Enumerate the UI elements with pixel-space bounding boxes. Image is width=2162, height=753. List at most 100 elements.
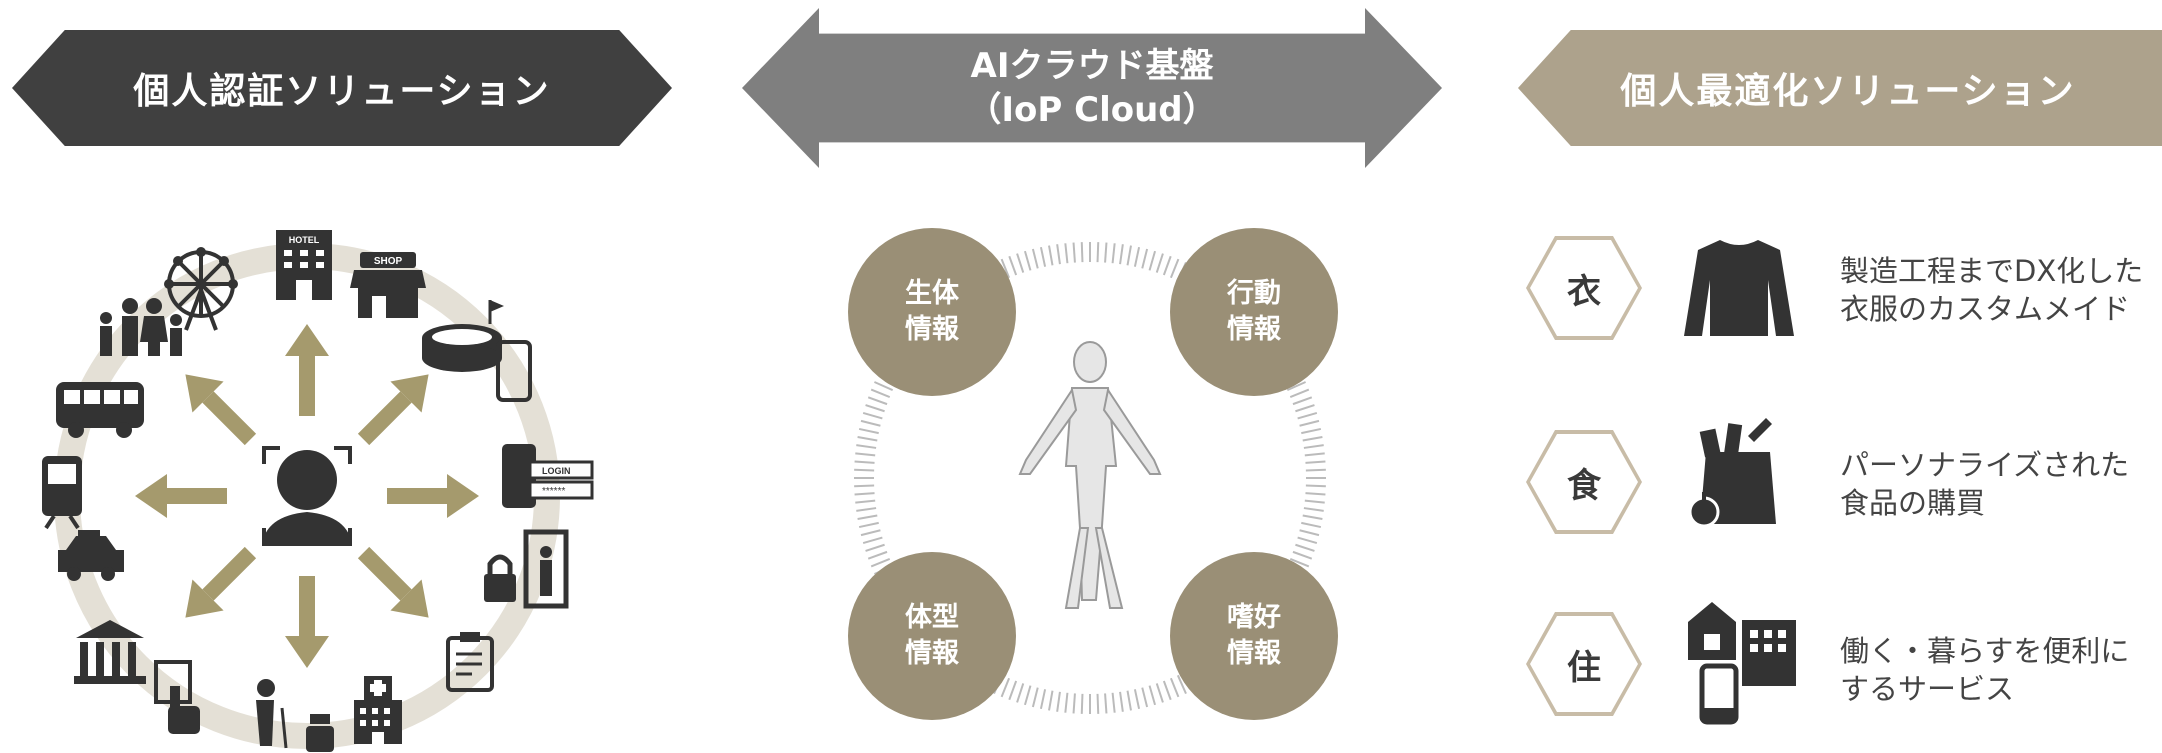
home-building-icon bbox=[1688, 602, 1796, 725]
grocery-bag-icon bbox=[1690, 418, 1776, 528]
tick-mark bbox=[1111, 243, 1116, 264]
bus-icon bbox=[56, 382, 144, 438]
taxi-icon bbox=[58, 530, 124, 581]
tick-mark bbox=[1064, 243, 1069, 264]
housing-description: 働く・暮らすを便利に するサービス bbox=[1840, 632, 2129, 708]
tick-mark bbox=[1080, 693, 1084, 714]
hospital-icon bbox=[354, 676, 402, 744]
train-icon bbox=[42, 456, 82, 530]
tick-mark bbox=[857, 436, 878, 442]
tick-mark bbox=[857, 514, 878, 520]
tick-mark bbox=[870, 557, 891, 568]
tick-mark bbox=[1080, 242, 1084, 263]
shop-icon: SHOP bbox=[350, 252, 426, 318]
housing-description-line2: するサービス bbox=[1840, 672, 2015, 706]
tick-mark bbox=[1289, 388, 1310, 399]
hotel-sign: HOTEL bbox=[289, 235, 320, 245]
ai-cloud-title: AIクラウド基盤 bbox=[970, 46, 1214, 86]
tick-mark bbox=[867, 550, 888, 560]
tick-mark bbox=[1148, 685, 1157, 706]
tick-mark bbox=[860, 419, 881, 427]
tick-mark bbox=[1295, 404, 1315, 413]
password-label: ****** bbox=[542, 486, 565, 497]
tick-mark bbox=[1126, 245, 1132, 266]
tick-mark bbox=[1048, 245, 1054, 266]
behavior-info-circle: 行動 情報 bbox=[1170, 228, 1338, 396]
tick-mark bbox=[1304, 499, 1325, 504]
tick-mark bbox=[1072, 242, 1076, 263]
elderly-person-icon bbox=[256, 679, 288, 749]
auth-arrows bbox=[135, 324, 479, 668]
circle-label-line2: 情報 bbox=[905, 638, 959, 669]
tick-mark bbox=[1302, 436, 1323, 442]
iop-cloud-title: （IoP Cloud） bbox=[967, 90, 1217, 130]
tick-mark bbox=[1056, 691, 1061, 712]
shirt-icon bbox=[1684, 240, 1794, 336]
tick-mark bbox=[870, 388, 891, 399]
tick-mark bbox=[1008, 255, 1018, 276]
tick-mark bbox=[1299, 529, 1320, 537]
tick-mark bbox=[854, 468, 875, 472]
touch-panel-icon bbox=[154, 660, 200, 734]
face-recognition-icon bbox=[262, 446, 352, 546]
tick-mark bbox=[1176, 674, 1187, 695]
tick-mark bbox=[1302, 514, 1323, 520]
tick-mark bbox=[862, 411, 883, 420]
circle-label-line2: 情報 bbox=[1227, 638, 1281, 669]
housing-symbol: 住 bbox=[1530, 616, 1638, 712]
tick-mark bbox=[854, 484, 875, 488]
tick-mark bbox=[1304, 452, 1325, 457]
tick-mark bbox=[1141, 687, 1149, 708]
food-description-line1: パーソナライズされた bbox=[1840, 448, 2130, 482]
tick-mark bbox=[1169, 677, 1180, 698]
tick-mark bbox=[1000, 258, 1011, 279]
tick-mark bbox=[1303, 444, 1324, 449]
tick-mark bbox=[1155, 683, 1164, 703]
circle-label-line1: 体型 bbox=[905, 602, 959, 633]
tick-mark bbox=[856, 507, 877, 512]
stadium-icon bbox=[422, 300, 504, 372]
human-figure-icon bbox=[1018, 341, 1162, 609]
circle-label-line2: 情報 bbox=[905, 314, 959, 345]
smartphone-icon bbox=[496, 340, 532, 402]
circle-label-line2: 情報 bbox=[1227, 314, 1281, 345]
housing-description-line1: 働く・暮らすを便利に bbox=[1840, 634, 2130, 668]
tick-mark bbox=[1292, 396, 1313, 406]
clothing-description-line2: 衣服のカスタムメイド bbox=[1840, 292, 2131, 326]
tick-mark bbox=[1169, 258, 1180, 279]
tick-mark bbox=[855, 452, 876, 457]
tick-mark bbox=[862, 536, 883, 545]
food-hexagon: 食 bbox=[1526, 430, 1642, 534]
tick-mark bbox=[865, 404, 885, 413]
personal-auth-title: 個人認証ソリューション bbox=[133, 71, 551, 112]
tick-mark bbox=[860, 529, 881, 537]
tick-mark bbox=[1056, 244, 1061, 265]
tick-mark bbox=[1303, 507, 1324, 512]
tick-mark bbox=[1023, 250, 1032, 271]
tick-mark bbox=[1162, 680, 1172, 701]
tick-mark bbox=[1126, 690, 1132, 711]
tick-mark bbox=[1031, 248, 1039, 269]
circle-label-line1: 嗜好 bbox=[1227, 602, 1281, 633]
tick-mark bbox=[1031, 687, 1039, 708]
tick-mark bbox=[855, 499, 876, 504]
tick-mark bbox=[1072, 693, 1076, 714]
security-gate-icon bbox=[523, 529, 569, 609]
tick-mark bbox=[1008, 680, 1018, 701]
tick-mark bbox=[1119, 691, 1124, 712]
tick-mark bbox=[1039, 689, 1047, 710]
tick-mark bbox=[1289, 557, 1310, 568]
clothing-symbol: 衣 bbox=[1530, 240, 1638, 336]
tick-mark bbox=[867, 396, 888, 406]
tick-mark bbox=[1305, 460, 1326, 464]
tick-mark bbox=[1096, 242, 1100, 263]
body-shape-info-circle: 体型 情報 bbox=[848, 552, 1016, 720]
clothing-description-line1: 製造工程までDX化した bbox=[1840, 254, 2144, 288]
clipboard-icon bbox=[446, 632, 494, 692]
circle-label-line1: 生体 bbox=[905, 278, 959, 309]
food-description-line2: 食品の購買 bbox=[1840, 486, 1986, 520]
tick-mark bbox=[1104, 693, 1108, 714]
shop-sign: SHOP bbox=[374, 256, 403, 267]
tick-mark bbox=[1295, 543, 1315, 552]
tick-mark bbox=[1133, 246, 1141, 267]
